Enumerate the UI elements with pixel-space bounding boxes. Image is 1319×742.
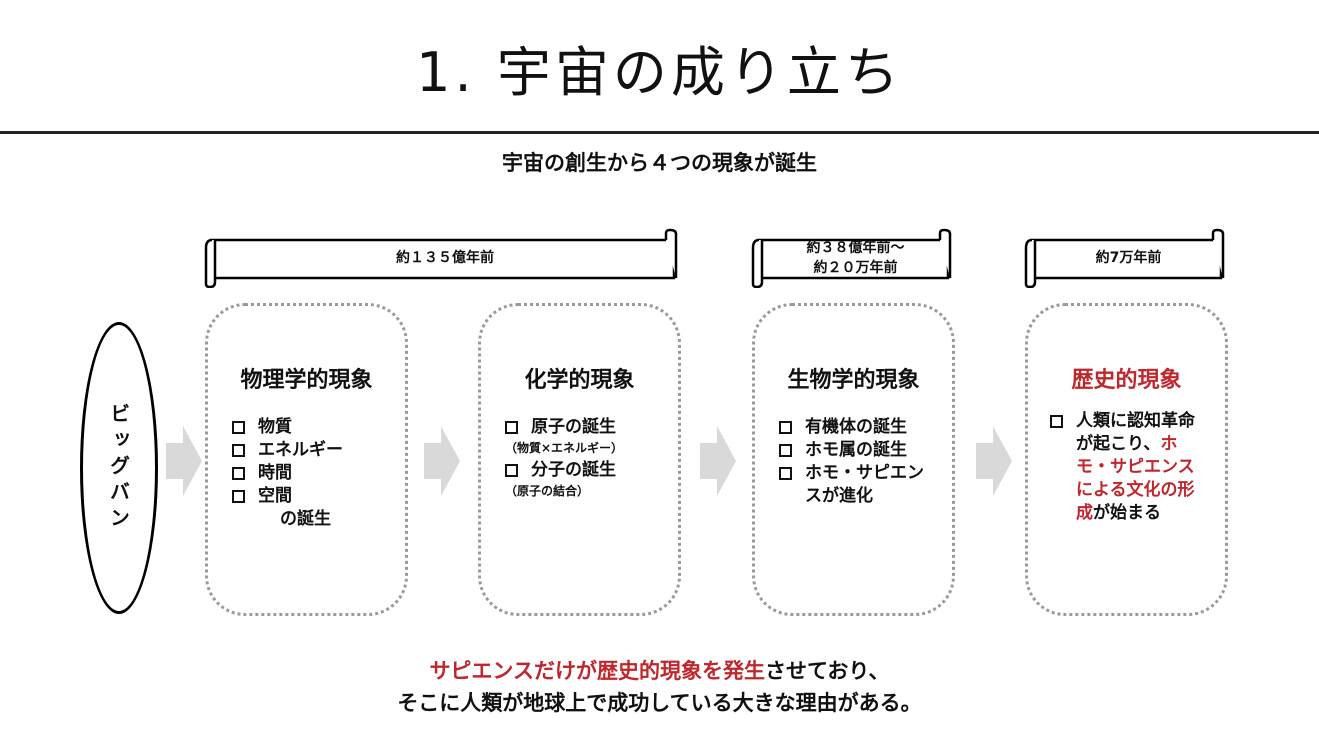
- item-list: 物質 エネルギー 時間 空間 の誕生: [232, 416, 343, 531]
- list-item: 人類に認知革命が起こり、ホモ・サピエンスによる文化の形成が始まる: [1050, 410, 1200, 525]
- checkbox-icon: [779, 444, 792, 457]
- arrow-right-icon: [700, 426, 736, 496]
- item-label: 空間: [258, 486, 292, 506]
- item-note: （原子の結合）: [505, 484, 590, 498]
- item-label: ホモ属の誕生: [805, 440, 907, 460]
- box-title: 生物学的現象: [787, 368, 920, 393]
- list-item: 時間: [232, 462, 343, 485]
- checkbox-icon: [232, 490, 245, 503]
- checkbox-icon: [232, 421, 245, 434]
- item-footer: の誕生: [280, 509, 331, 529]
- phenomenon-box-biology: 生物学的現象 有機体の誕生 ホモ属の誕生 ホモ・サピエンスが進化: [752, 303, 955, 616]
- checkbox-icon: [779, 421, 792, 434]
- scroll-banner-2: 約３８億年前～ 約２０万年前: [751, 228, 956, 288]
- scroll-shape: [751, 228, 952, 288]
- box-title: 物理学的現象: [240, 368, 373, 393]
- item-label: 分子の誕生: [531, 460, 616, 480]
- list-item: 空間: [232, 485, 343, 508]
- phenomenon-box-chemistry: 化学的現象 原子の誕生 （物質×エネルギー） 分子の誕生 （原子の結合）: [478, 303, 681, 616]
- item-text: 人類に認知革命が起こり、: [1076, 411, 1195, 454]
- item-list: 原子の誕生 （物質×エネルギー） 分子の誕生 （原子の結合）: [505, 416, 623, 502]
- checkbox-icon: [779, 467, 792, 480]
- scroll-shape: [1024, 228, 1225, 288]
- checkbox-icon: [232, 467, 245, 480]
- scroll-label-line1: 約３８億年前～: [806, 239, 905, 256]
- scroll-label: 約３８億年前～ 約２０万年前: [765, 235, 946, 280]
- item-note: （物質×エネルギー）: [505, 441, 624, 455]
- list-item: ホモ・サピエンスが進化: [779, 462, 939, 508]
- list-item: 物質: [232, 416, 343, 439]
- conclusion-line1-rest: させており、: [765, 659, 890, 683]
- page-subtitle: 宇宙の創生から４つの現象が誕生: [502, 151, 817, 175]
- conclusion-highlight: サピエンスだけが歴史的現象を発生: [429, 659, 766, 683]
- item-label: エネルギー: [258, 440, 343, 460]
- item-label: 有機体の誕生: [805, 417, 907, 437]
- phenomenon-box-physics: 物理学的現象 物質 エネルギー 時間 空間 の誕生: [205, 303, 408, 616]
- checkbox-icon: [505, 421, 518, 434]
- arrow-right-icon: [166, 426, 202, 496]
- arrow-right-icon: [976, 426, 1012, 496]
- item-text-end: が始まる: [1093, 503, 1161, 523]
- conclusion-line2: そこに人類が地球上で成功している大きな理由がある。: [397, 691, 922, 715]
- list-item: 原子の誕生: [505, 416, 623, 439]
- scroll-banner-1: 約１３５億年前: [204, 228, 682, 288]
- box-title: 歴史的現象: [1071, 368, 1182, 393]
- list-item: エネルギー: [232, 439, 343, 462]
- item-list: 有機体の誕生 ホモ属の誕生 ホモ・サピエンスが進化: [779, 416, 939, 508]
- title-divider: [0, 131, 1319, 134]
- conclusion-text: サピエンスだけが歴史的現象を発生させており、 そこに人類が地球上で成功している大…: [0, 655, 1319, 719]
- scroll-banner-3: 約7万年前: [1024, 228, 1229, 288]
- page-title: 1. 宇宙の成り立ち: [416, 41, 903, 104]
- item-label: ホモ・サピエンスが進化: [805, 463, 924, 506]
- scroll-shape: [204, 228, 678, 288]
- arrow-right-icon: [424, 426, 460, 496]
- list-item: ホモ属の誕生: [779, 439, 939, 462]
- phenomenon-box-history: 歴史的現象 人類に認知革命が起こり、ホモ・サピエンスによる文化の形成が始まる: [1025, 303, 1228, 616]
- bigbang-label: ビッグバン: [106, 403, 131, 533]
- item-list: 人類に認知革命が起こり、ホモ・サピエンスによる文化の形成が始まる: [1050, 410, 1200, 525]
- box-title: 化学的現象: [524, 368, 635, 393]
- scroll-label-line2: 約２０万年前: [813, 259, 898, 276]
- checkbox-icon: [505, 464, 518, 477]
- checkbox-icon: [1050, 415, 1063, 428]
- list-item: 分子の誕生: [505, 459, 623, 482]
- item-label: 原子の誕生: [531, 417, 616, 437]
- item-label: 物質: [258, 417, 292, 437]
- item-label: 時間: [258, 463, 292, 483]
- checkbox-icon: [232, 444, 245, 457]
- bigbang-ellipse: ビッグバン: [80, 322, 158, 614]
- scroll-label: 約１３５億年前: [396, 249, 494, 266]
- list-item: 有機体の誕生: [779, 416, 939, 439]
- scroll-label: 約7万年前: [1095, 249, 1162, 266]
- item-highlight: ホモ・サピエンスによる文化の形成: [1076, 434, 1195, 523]
